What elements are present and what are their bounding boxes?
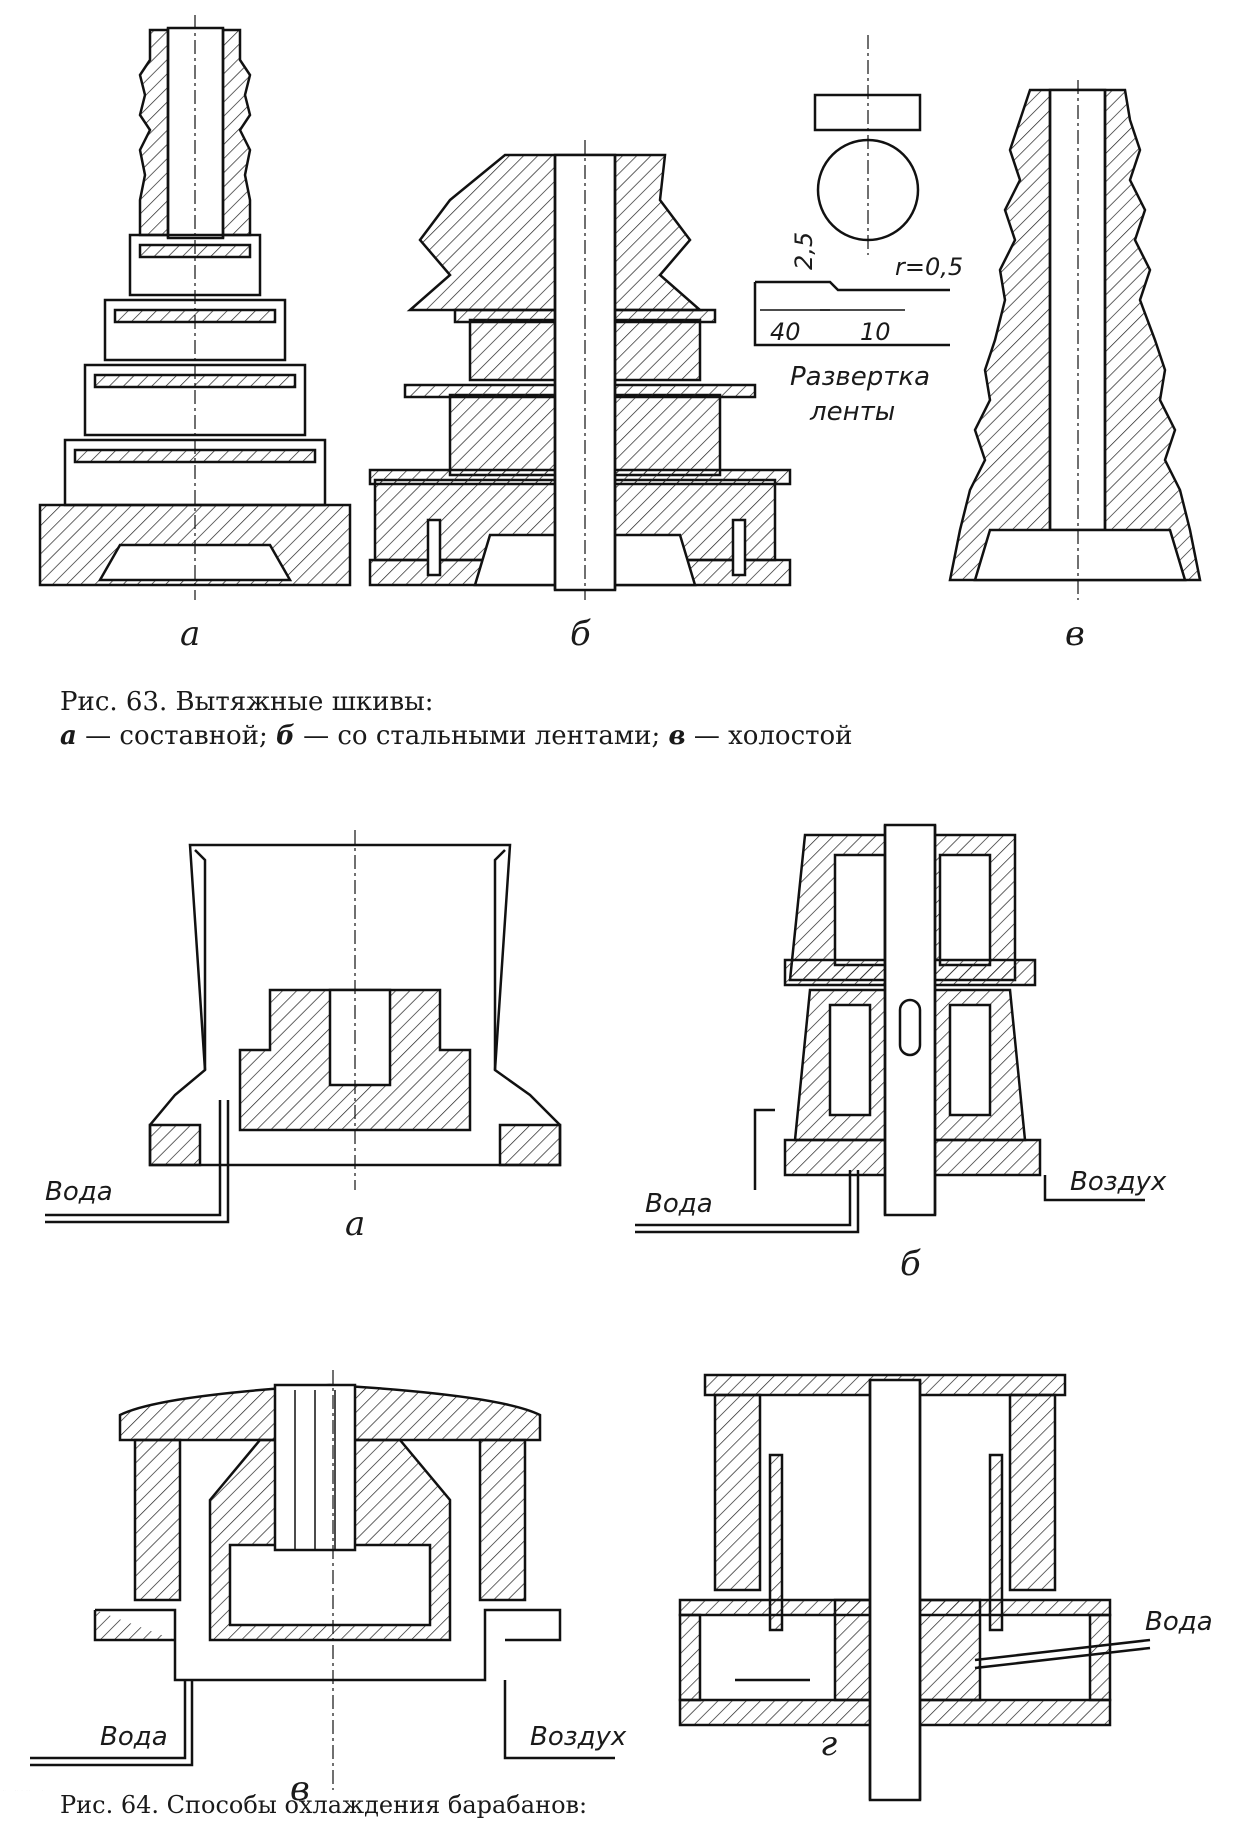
fig64b-air-label: Воздух — [1070, 1167, 1167, 1197]
fig63-caption-b: б — [276, 721, 295, 751]
fig64-sub-d: г — [820, 1724, 837, 1764]
fig64a-water-spray — [45, 830, 562, 1224]
fig63-sub-b: б — [570, 614, 591, 654]
fig64b-water-label: Вода — [645, 1189, 713, 1219]
fig63-caption-c-text: — холостой — [685, 721, 853, 751]
fig64-sub-a: а — [345, 1204, 365, 1244]
fig64-caption-line2: а — водой (разбрызгиванием); б, в — возд… — [0, 1790, 41, 1791]
fig63b-pulley-steel-strips — [368, 140, 792, 600]
fig63-caption-line2: а — составной; б — со стальными лентами;… — [60, 719, 853, 753]
fig63-caption-a: а — [60, 721, 77, 751]
fig63a-pulley-composite — [38, 15, 352, 600]
fig64-caption-line1: Рис. 64. Способы охлаждения барабанов: — [60, 1791, 588, 1819]
dim-10: 10 — [860, 318, 891, 346]
dim-r: r=0,5 — [895, 253, 963, 281]
fig63-sub-c: в — [1065, 614, 1085, 654]
strip-note-line1: Развертка — [790, 362, 930, 392]
fig64c-air-water — [30, 1370, 615, 1790]
fig64-caption-line3: водяное — [41, 1790, 46, 1791]
fig64-caption-rest: а — водой (разбрызгиванием); б, в — возд… — [0, 1790, 1241, 1791]
fig63-caption-c: в — [668, 721, 686, 751]
fig64d-water-label: Вода — [1145, 1607, 1213, 1637]
fig64c-water-label: Вода — [100, 1722, 168, 1752]
fig64-sub-c: в — [290, 1769, 310, 1809]
strip-note-line2: ленты — [809, 397, 895, 427]
fig64-sub-b: б — [900, 1244, 921, 1284]
fig63c-pulley-idle — [948, 80, 1202, 600]
fig63-caption-line1: Рис. 63. Вытяжные шкивы: — [60, 687, 434, 717]
fig64a-water-label: Вода — [45, 1177, 113, 1207]
fig64-caption: Рис. 64. Способы охлаждения барабанов: — [60, 1730, 1230, 1820]
fig64b-air-water — [635, 823, 1145, 1234]
dim-40: 40 — [770, 318, 801, 346]
dim-2-5: 2,5 — [790, 232, 818, 270]
fig64c-air-label: Воздух — [530, 1722, 627, 1752]
fig64d-narrow-gap-water — [678, 1373, 1151, 1802]
fig63-caption-a-text: — составной; — [76, 721, 277, 751]
fig63-sub-a: а — [180, 614, 200, 654]
fig63-caption: Рис. 63. Вытяжные шкивы: а — составной; … — [60, 685, 853, 753]
fig63-caption-b-text: — со стальными лентами; — [294, 721, 669, 751]
strip-development-detail — [753, 35, 950, 347]
